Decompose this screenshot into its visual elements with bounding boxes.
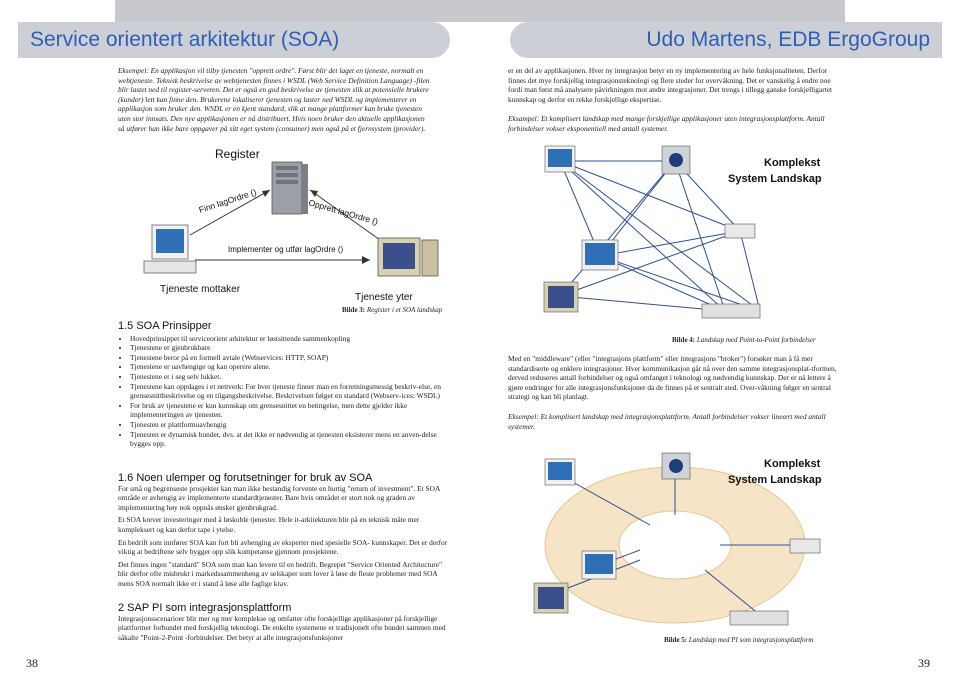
intro-line: blir lastet ned til register-serveren. D… [118,85,429,95]
list-item: Tjenestene er i seg selv lukket. [130,372,450,382]
figure3-caption: Bilde 3: Register i et SOA landskap [342,306,442,314]
caption-number: Bilde 3: [342,306,366,314]
section-1-6-paragraph: En bedrift som innfører SOA kan fort bli… [118,537,448,557]
router-icon [789,538,821,554]
section-2: 2 SAP PI som integrasjonsplattform Integ… [118,602,450,645]
figure4-label-line1: Komplekst [764,157,821,169]
caption-text: Landskap med Point-to-Point forbindelser [695,336,816,344]
section-1-6-paragraph: Et SOA krever investeringer med å løskob… [118,515,420,534]
figure5-label-line1: Komplekst [764,458,821,470]
figure5-caption: Bilde 5: Landskap med PI som integrasjon… [664,636,813,644]
right-example-1: Eksampel: Et komplisert landskap med man… [508,114,825,133]
right-paragraph-1: er en del av applikasjonen. Hver ny inte… [508,66,833,104]
provider-label: Tjeneste yter [355,292,413,303]
section-1-6: 1.6 Noen ulemper og forutsetninger for b… [118,472,450,592]
caption-number: Bilde 5: [664,636,688,644]
caption-number: Bilde 4: [672,336,696,344]
section-1-6-heading: 1.6 Noen ulemper og forutsetninger for b… [118,472,373,484]
list-item: Tjenestene er uavhengige og kan operere … [130,362,450,372]
section-1-5-heading: 1.5 SOA Prinsipper [118,320,212,332]
left-page-number: 38 [26,656,38,670]
network-device-icon [701,303,761,319]
list-item: Hovedprinsippet til serviceorient arkite… [130,334,450,344]
section-2-paragraph: Integrasjonsscenarioer blir mer og mer k… [118,613,446,642]
finn-arrow [189,189,271,236]
computer-icon [544,145,576,173]
list-item: Tjenesten er dynamisk bundet, dvs. at de… [130,430,450,449]
opprett-label: Opprett lagOrdre () [307,197,379,226]
right-margin [845,0,960,679]
section-1-6-paragraph: Det finnes ingen "standard" SOA som man … [118,559,443,588]
list-item: Tjenestene er gjenbrukbare [130,343,450,353]
implementer-label: Implementer og utfør lagOrdre () [228,245,343,254]
list-item: Tjenestene beror på en formell avtale (W… [130,353,450,363]
provider-computer-icon [377,237,439,277]
intro-line: applikasjon som bruker den. WSDL er en k… [118,104,423,114]
figure5-label-line2: System Landskap [728,474,822,486]
server-icon [661,452,691,480]
figure-integration-platform: Komplekst System Landskap [533,452,822,626]
intro-paragraph: Eksempel: En applikasjon vil tilby tjene… [118,66,450,133]
list-item: For bruk av tjenestene er kun kunnskap o… [130,401,450,420]
section-1-6-paragraph: For små og begrenseste prosjekter kan ma… [118,483,440,512]
computer-icon [581,550,617,580]
intro-line: så utfører han ikke bare oppgaver på sit… [118,123,426,133]
intro-line: webtjeneste. Teknisk beskrivelse av webt… [118,75,430,85]
top-bar [115,0,845,22]
figure-point-to-point: Komplekst System Landskap [543,145,822,319]
left-margin [0,0,115,679]
opprett-arrow [309,189,381,241]
right-example-2: Eksempel: Et komplisert landskap med int… [508,412,826,431]
section-1-5: 1.5 SOA Prinsipper Hovedprinsippet til s… [118,320,450,449]
list-item: Tjenestene kan oppdages i et nettverk: F… [130,382,450,401]
intro-line: uten stor innsats. Den nye applikasjonen… [118,113,425,123]
caption-text: Register i et SOA landskap [365,306,443,314]
network-device-icon [729,610,789,626]
right-header-title: Udo Martens, EDB ErgoGroup [646,28,930,51]
caption-text: Landskap med PI som integrasjonsplattfor… [687,636,814,644]
computer-icon [533,582,569,614]
register-label: Register [215,147,260,161]
router-icon [724,223,756,239]
left-header-banner: Service orientert arkitektur (SOA) [18,22,450,58]
server-icon [271,161,308,215]
computer-icon [544,458,576,486]
left-header-title: Service orientert arkitektur (SOA) [30,28,340,51]
section-2-heading: 2 SAP PI som integrasjonsplattform [118,602,292,614]
finn-label: Finn lagOrdre () [198,187,258,215]
principles-list: Hovedprinsippet til serviceorient arkite… [118,334,450,449]
figure4-label-line2: System Landskap [728,173,822,185]
figure-register-diagram: Register Finn lagOrdre () Opprett lagOrd… [143,147,439,303]
intro-line: Eksempel: En applikasjon vil tilby tjene… [118,66,424,75]
right-paragraph-3: Med en "middleware" (eller "integrasjons… [508,354,837,402]
computer-icon [543,281,579,313]
intro-line: (kunder) lett kan finne den. Brukerene l… [118,94,417,104]
computer-icon [581,239,619,271]
right-header-banner: Udo Martens, EDB ErgoGroup [510,22,942,58]
list-item: Tjenesten er plattformuavhengig [130,420,450,430]
right-page-number: 39 [918,656,930,670]
server-icon [661,145,691,175]
consumer-label: Tjeneste mottaker [160,284,241,295]
consumer-computer-icon [143,224,197,274]
figure4-caption: Bilde 4: Landskap med Point-to-Point for… [672,336,816,344]
